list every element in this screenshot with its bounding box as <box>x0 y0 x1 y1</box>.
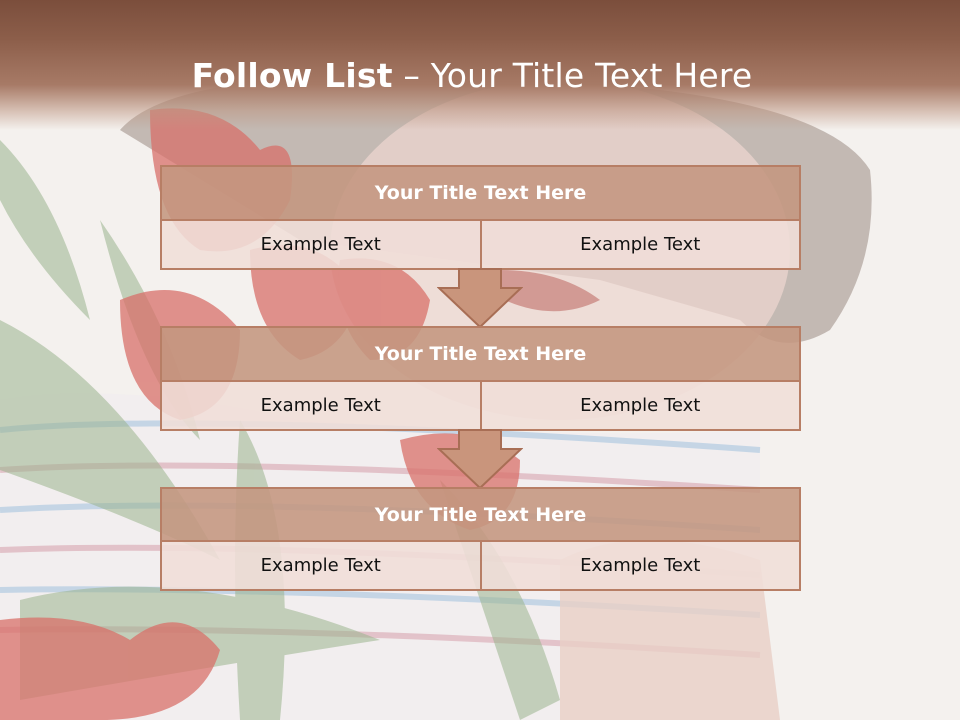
step-row-2: Example Text Example Text <box>160 382 801 431</box>
step-title-1[interactable]: Your Title Text Here <box>160 165 801 221</box>
title-bold: Follow List <box>191 56 393 95</box>
step-cell-right-2[interactable]: Example Text <box>481 382 801 431</box>
down-arrow-icon <box>437 429 523 489</box>
step-row-1: Example Text Example Text <box>160 221 801 270</box>
step-cell-right-1[interactable]: Example Text <box>481 221 801 270</box>
step-cell-left-1[interactable]: Example Text <box>160 221 482 270</box>
step-cell-left-2[interactable]: Example Text <box>160 382 482 431</box>
step-block-1: Your Title Text Here Example Text Exampl… <box>160 165 801 270</box>
step-title-2[interactable]: Your Title Text Here <box>160 326 801 382</box>
step-block-2: Your Title Text Here Example Text Exampl… <box>160 326 801 431</box>
step-cell-right-3[interactable]: Example Text <box>481 542 801 591</box>
title-banner <box>0 0 960 130</box>
slide-title: Follow List – Your Title Text Here <box>0 56 944 95</box>
step-row-3: Example Text Example Text <box>160 542 801 591</box>
down-arrow-icon <box>437 268 523 328</box>
step-block-3: Your Title Text Here Example Text Exampl… <box>160 487 801 591</box>
step-cell-left-3[interactable]: Example Text <box>160 542 482 591</box>
step-title-3[interactable]: Your Title Text Here <box>160 487 801 542</box>
title-rest: – Your Title Text Here <box>392 56 753 95</box>
